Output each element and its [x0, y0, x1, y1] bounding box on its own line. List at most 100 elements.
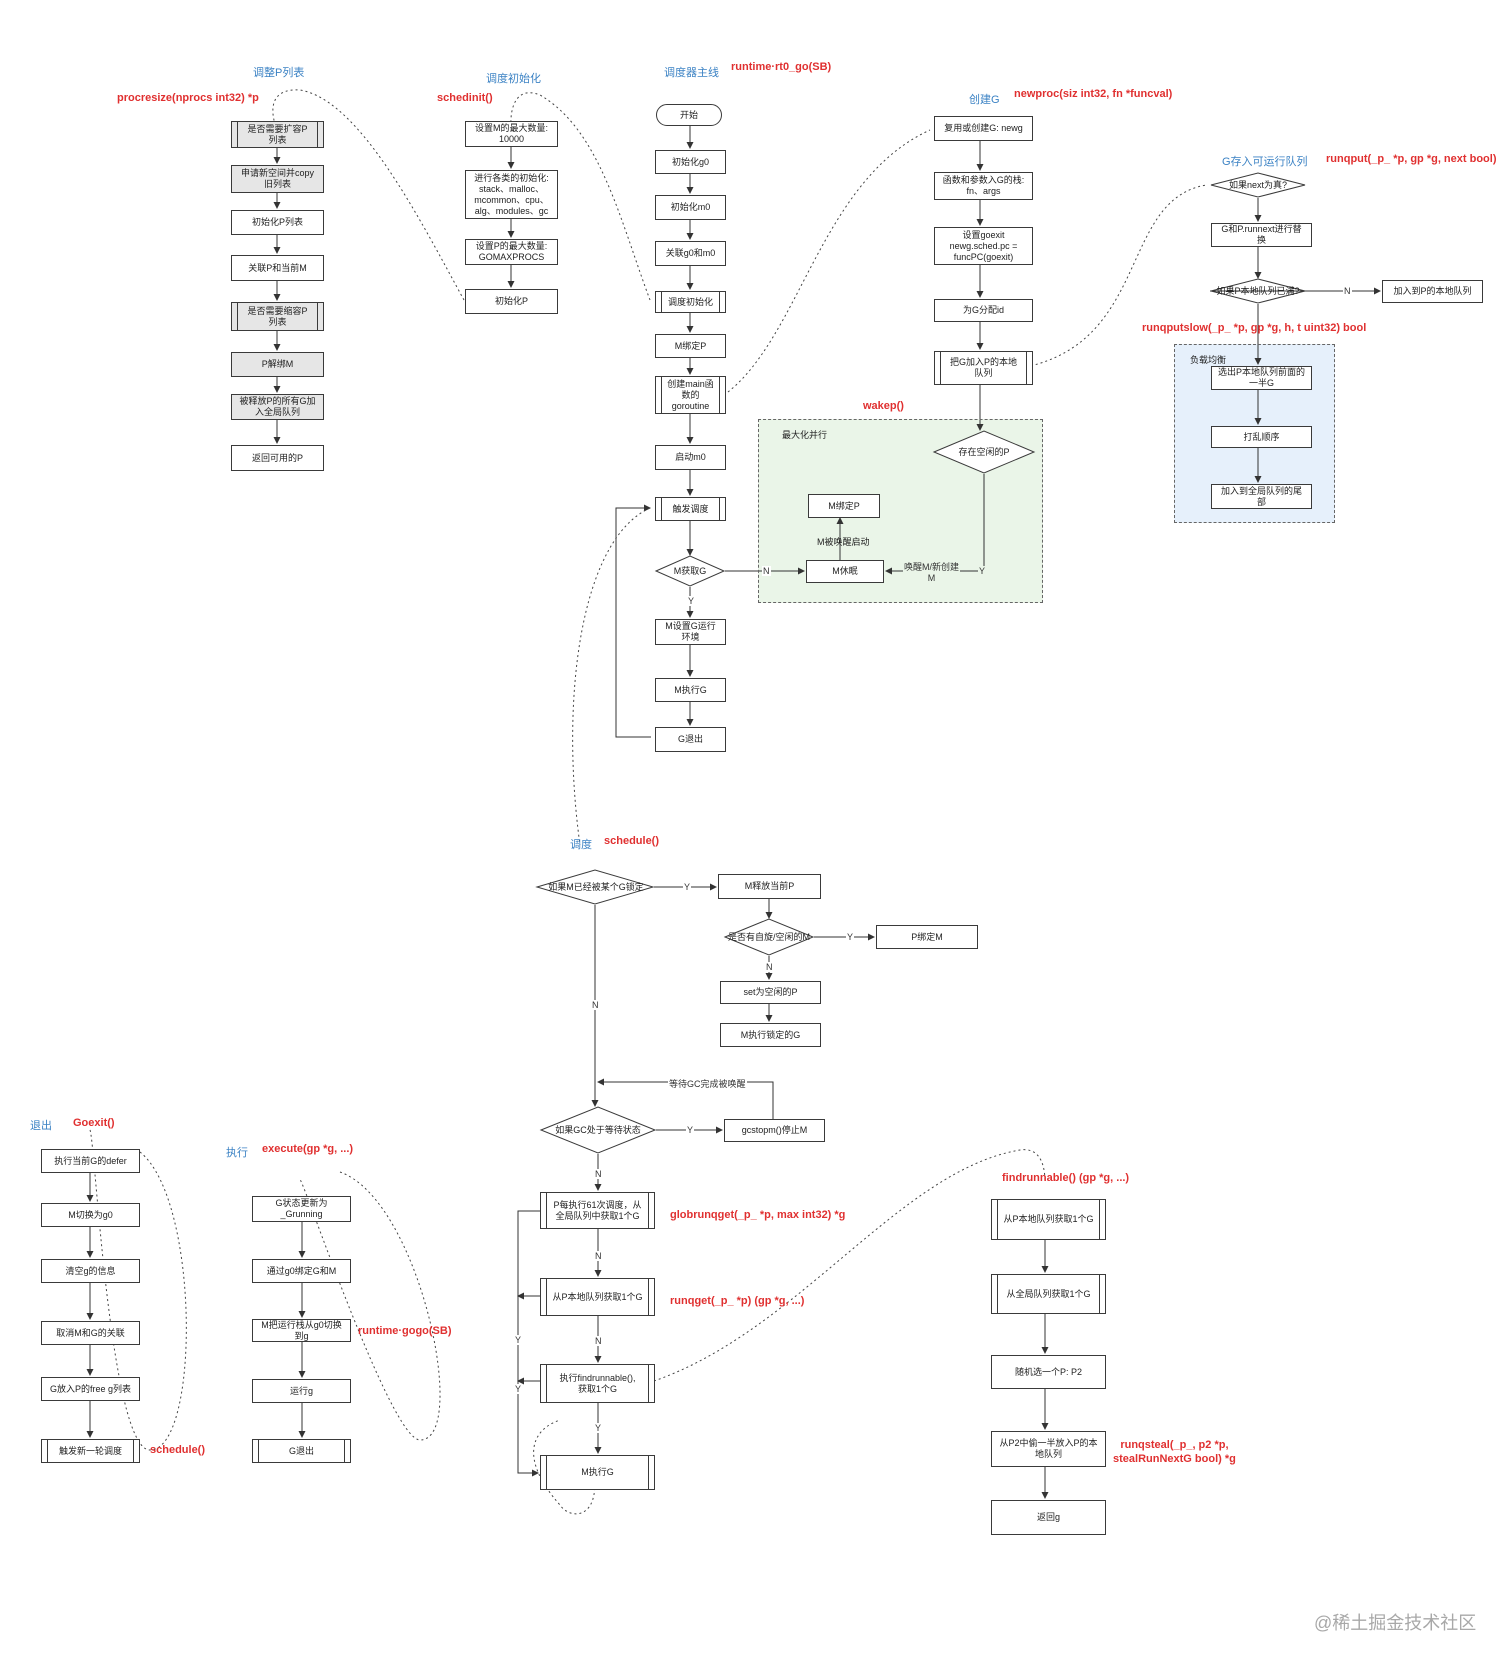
procresize-step-7: 被释放P的所有G加 入全局队列 — [231, 394, 324, 420]
execute-func: execute(gp *g, ...) — [262, 1143, 354, 1155]
schedinit-step-1: 设置M的最大数量: 10000 — [465, 121, 558, 147]
main-step-7: 启动m0 — [655, 445, 726, 470]
idle-p-label: 存在空闲的P — [958, 446, 1010, 457]
newproc-step-5: 把G加入P的本地 队列 — [934, 351, 1033, 385]
m-exec-g-box: M执行G — [540, 1455, 655, 1490]
runqget-func: runqget(_p_ *p) (gp *g, ...) — [670, 1295, 805, 1307]
p61-global-box: P每执行61次调度，从 全局队列中获取1个G — [540, 1192, 655, 1229]
main-step-6: 创建main函 数的 goroutine — [655, 376, 726, 414]
edge-label-y-locked: Y — [683, 882, 692, 892]
edge-label-y-find: Y — [594, 1423, 603, 1433]
runqputslow-region — [1174, 344, 1335, 523]
spin-m-diamond — [723, 918, 815, 956]
spin-m-label: 是否有自旋/空闲的M — [728, 931, 810, 942]
goexit-schedule-func: schedule() — [150, 1444, 206, 1456]
main-step-4: 调度初始化 — [655, 291, 726, 313]
main-step-3: 关联g0和m0 — [655, 241, 726, 266]
runqputslow-region-label: 负载均衡 — [1190, 355, 1227, 365]
edge-label-y-mget: Y — [687, 596, 696, 606]
edge-label-n-local-get: N — [594, 1336, 603, 1346]
edge-label-n-spin: N — [765, 962, 774, 972]
findrunnable-step-1: 从P本地队列获取1个G — [991, 1199, 1106, 1240]
procresize-func: procresize(nprocs int32) *p — [117, 92, 259, 104]
runqsteal-func: runqsteal(_p_, p2 *p, stealRunNextG bool… — [1113, 1439, 1236, 1465]
gc-wait-label: 如果GC处于等待状态 — [555, 1124, 641, 1135]
next-true-label: 如果next为真? — [1228, 179, 1288, 190]
newproc-step-2: 函数和参数入G的栈: fn、args — [934, 172, 1033, 200]
edge-label-n-mget: N — [762, 566, 771, 576]
procresize-title: 调整P列表 — [253, 67, 305, 79]
m-get-g-diamond — [654, 555, 726, 587]
execute-step-1: G状态更新为 _Grunning — [252, 1196, 351, 1222]
schedinit-step-3: 设置P的最大数量: GOMAXPROCS — [465, 239, 558, 265]
set-idle-p-box: set为空闲的P — [720, 981, 821, 1004]
idle-p-diamond — [932, 430, 1036, 474]
newproc-step-3: 设置goexit newg.sched.pc = funcPC(goexit) — [934, 227, 1033, 265]
schedule-func: schedule() — [604, 835, 660, 847]
schedule-title: 调度 — [570, 839, 592, 851]
main-title: 调度器主线 — [664, 67, 719, 79]
procresize-step-6: P解绑M — [231, 352, 324, 377]
main-func: runtime·rt0_go(SB) — [731, 61, 832, 73]
wakep-region — [758, 419, 1043, 603]
m-locked-label: 如果M已经被某个G锁定 — [548, 881, 644, 892]
execute-step-5: G退出 — [252, 1439, 351, 1463]
next-true-diamond — [1210, 172, 1306, 198]
edge-label-y-gc: Y — [686, 1125, 695, 1135]
local-full-label: 如果P本地队列已满? — [1216, 285, 1300, 296]
m-run-locked-g-box: M执行锁定的G — [720, 1023, 821, 1047]
wait-gc-label: 等待GC完成被唤醒 — [668, 1077, 747, 1090]
main-after-3: G退出 — [655, 727, 726, 752]
newproc-step-1: 复用或创建G: newg — [934, 116, 1033, 141]
findrunnable-step-3: 随机选一个P: P2 — [991, 1355, 1106, 1389]
goexit-step-1: 执行当前G的defer — [41, 1149, 140, 1173]
wake-m-label: 唤醒M/新创建 M — [903, 562, 960, 584]
m-locked-diamond — [535, 869, 655, 905]
goexit-step-2: M切换为g0 — [41, 1203, 140, 1227]
gc-wait-diamond — [539, 1106, 657, 1154]
main-step-2: 初始化m0 — [655, 195, 726, 220]
main-after-2: M执行G — [655, 678, 726, 702]
p-bind-m-box: P绑定M — [876, 925, 978, 949]
runqputslow-step-1: 选出P本地队列前面的 一半G — [1211, 366, 1312, 390]
procresize-step-5: 是否需要缩容P 列表 — [231, 302, 324, 331]
m-bind-p-box: M绑定P — [808, 494, 880, 518]
runqput-func: runqput(_p_ *p, gp *g, next bool) — [1326, 153, 1497, 165]
edge-label-n-locked: N — [591, 1000, 600, 1010]
execute-step-2: 通过g0绑定G和M — [252, 1259, 351, 1283]
goexit-step-4: 取消M和G的关联 — [41, 1321, 140, 1345]
m-woken-label: M被唤醒启动 — [817, 537, 870, 547]
edge-label-y-side-1: Y — [514, 1335, 523, 1345]
watermark: @稀土掘金技术社区 — [1314, 1613, 1477, 1633]
execute-step-4: 运行g — [252, 1379, 351, 1403]
procresize-step-2: 申请新空间并copy 旧列表 — [231, 165, 324, 193]
newproc-title: 创建G — [969, 94, 1000, 106]
execute-step-3: M把运行栈从g0切换 到g — [252, 1319, 351, 1342]
findrunnable-step-5: 返回g — [991, 1500, 1106, 1535]
findrunnable-func: findrunnable() (gp *g, ...) — [1002, 1172, 1130, 1184]
procresize-step-1: 是否需要扩容P 列表 — [231, 121, 324, 148]
gogo-func: runtime·gogo(SB) — [358, 1325, 452, 1337]
goexit-step-6: 触发新一轮调度 — [41, 1439, 140, 1463]
goexit-step-3: 清空g的信息 — [41, 1259, 140, 1283]
p-local-get-box: 从P本地队列获取1个G — [540, 1278, 655, 1316]
wakep-region-label: 最大化并行 — [782, 430, 828, 440]
main-step-1: 初始化g0 — [655, 150, 726, 174]
goexit-title: 退出 — [30, 1120, 52, 1132]
edge-label-n-p61: N — [594, 1251, 603, 1261]
swap-runnext-box: G和P.runnext进行替 换 — [1211, 223, 1312, 247]
main-after-1: M设置G运行 环境 — [655, 619, 726, 645]
runqput-title: G存入可运行队列 — [1222, 156, 1308, 168]
m-release-p-box: M释放当前P — [718, 874, 821, 899]
m-sleep-box: M休眠 — [806, 560, 884, 583]
m-get-g-label: M获取G — [673, 565, 707, 576]
schedinit-title: 调度初始化 — [486, 73, 541, 85]
goexit-step-5: G放入P的free g列表 — [41, 1377, 140, 1401]
edge-label-y-idle: Y — [978, 566, 987, 576]
globrunqget-func: globrunqget(_p_ *p, max int32) *g — [670, 1209, 846, 1221]
start-node: 开始 — [656, 104, 722, 126]
schedinit-step-2: 进行各类的初始化: stack、malloc、 mcommon、cpu、 alg… — [465, 170, 558, 219]
findrunnable-call-box: 执行findrunnable(), 获取1个G — [540, 1364, 655, 1403]
findrunnable-step-2: 从全局队列获取1个G — [991, 1274, 1106, 1314]
